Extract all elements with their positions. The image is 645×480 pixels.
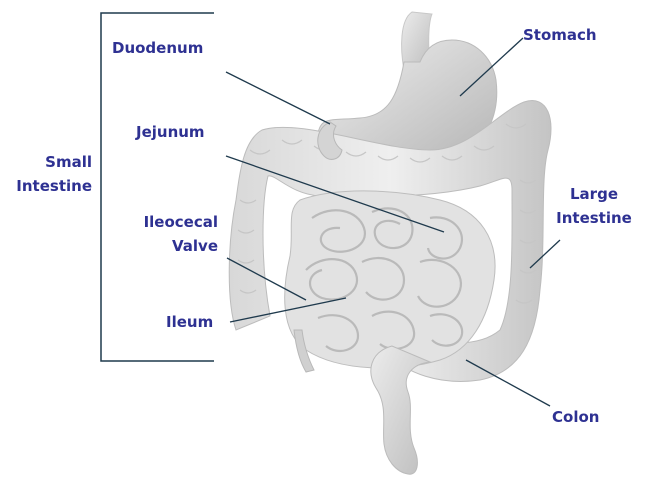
colon-label: Colon [552, 405, 599, 429]
ileocecal-valve-label: Ileocecal Valve [120, 210, 218, 258]
stomach-label-text: Stomach [523, 23, 597, 47]
ileum-label-text: Ileum [166, 310, 213, 334]
jejunum-label-text: Jejunum [136, 120, 205, 144]
duodenum-label: Duodenum [112, 36, 203, 60]
small-intestine-label-line1: Small [4, 150, 92, 174]
large-intestine-label-line1: Large [548, 182, 640, 206]
duodenum-label-text: Duodenum [112, 36, 203, 60]
large-intestine-label: Large Intestine [548, 182, 640, 230]
stomach-label: Stomach [523, 23, 597, 47]
ileocecal-valve-label-line2: Valve [120, 234, 218, 258]
ileocecal-valve-label-line1: Ileocecal [120, 210, 218, 234]
small-intestine-shape [285, 191, 495, 368]
large-intestine-label-line2: Intestine [548, 206, 640, 230]
leader-line-duodenum [226, 72, 330, 124]
organ-illustration [229, 12, 551, 474]
jejunum-label: Jejunum [136, 120, 205, 144]
small-intestine-label-line2: Intestine [4, 174, 92, 198]
small-intestine-label: Small Intestine [4, 150, 92, 198]
small-intestine-bracket [101, 13, 214, 361]
ileum-label: Ileum [166, 310, 213, 334]
colon-label-text: Colon [552, 405, 599, 429]
